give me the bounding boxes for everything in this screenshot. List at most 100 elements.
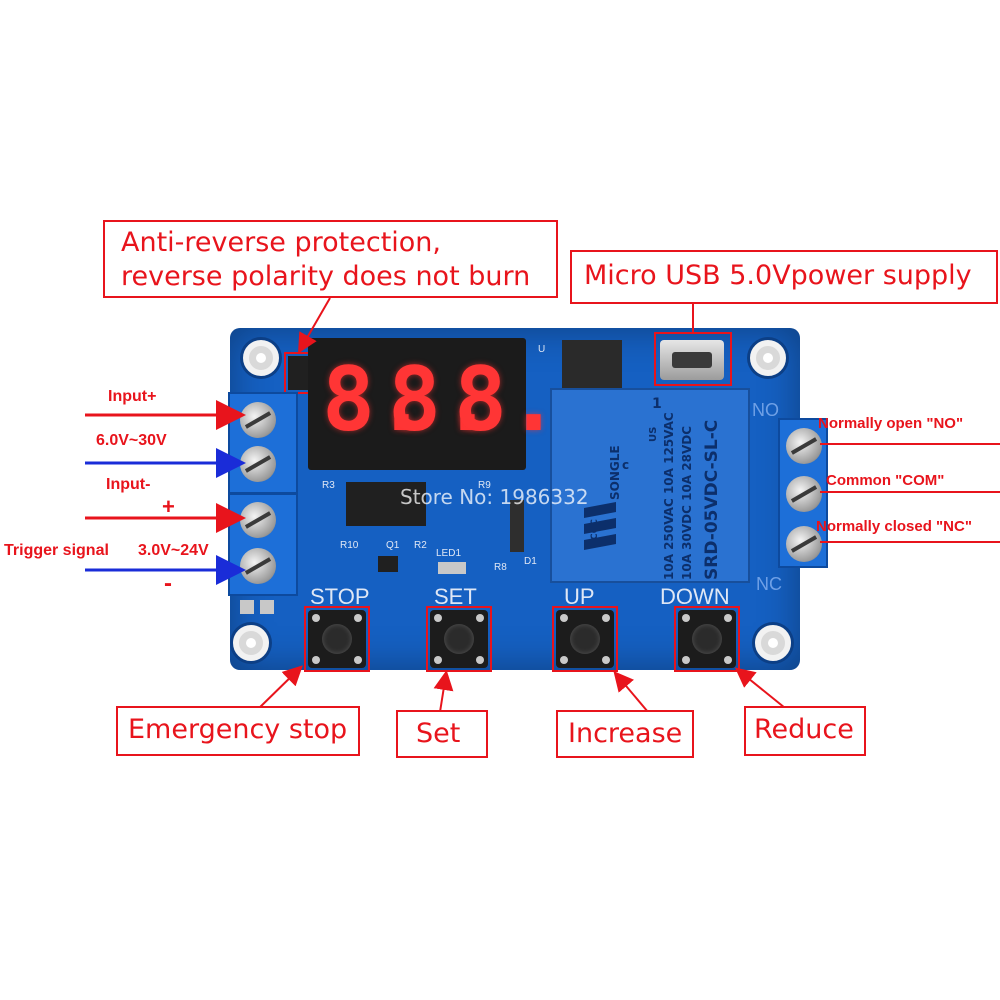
callout-anti-reverse-line2: reverse polarity does not burn [121, 261, 531, 292]
mounting-hole-bottom-right [755, 625, 791, 661]
set-button-pin [434, 614, 442, 622]
down-button-pin [724, 614, 732, 622]
set-button[interactable] [430, 610, 488, 668]
up-button-pin [602, 656, 610, 664]
set-button-pin [434, 656, 442, 664]
label-plus: + [162, 494, 175, 519]
up-button-pin [560, 656, 568, 664]
silk-r2: R2 [414, 540, 427, 551]
button-label-up: UP [564, 584, 595, 609]
button-label-set: SET [434, 584, 477, 609]
label-common: Common "COM" [826, 472, 945, 489]
silk-no: NO [752, 400, 779, 420]
callout-emergency-stop: Emergency stop [116, 706, 360, 756]
callout-set-text: Set [416, 718, 461, 749]
screw-com-icon[interactable] [786, 476, 822, 512]
display-digit-3: 8. [454, 348, 560, 451]
label-trigger-range: 3.0V~24V [138, 542, 209, 559]
opto-chip [346, 482, 426, 526]
relay-pin-number: 1 [652, 396, 662, 412]
label-minus: - [164, 570, 172, 597]
down-button-outline [674, 606, 740, 672]
silk-r8: R8 [494, 562, 507, 573]
callout-emergency-stop-text: Emergency stop [128, 714, 348, 745]
silk-led1: LED1 [436, 548, 462, 559]
label-input-minus: Input- [106, 476, 151, 493]
screw-trigger-minus-icon[interactable] [240, 548, 276, 584]
arrow-anti-reverse [298, 297, 331, 354]
button-label-stop: STOP [310, 584, 370, 609]
callout-usb-text: Micro USB 5.0Vpower supply [584, 260, 972, 291]
stop-button-cap[interactable] [322, 624, 352, 654]
callout-usb: Micro USB 5.0Vpower supply [570, 250, 998, 304]
up-button-pin [560, 614, 568, 622]
set-button-outline [426, 606, 492, 672]
label-voltage-range: 6.0V~30V [96, 432, 167, 449]
silk-nc: NC [756, 574, 782, 594]
silk-r9: R9 [478, 480, 491, 491]
button-label-down: DOWN [660, 584, 730, 609]
label-normally-closed: Normally closed "NC" [816, 518, 972, 535]
store-watermark: Store No: 1986332 [400, 485, 589, 509]
relay-songle-logo-icon [584, 502, 616, 550]
diode-d1 [510, 500, 524, 552]
callout-anti-reverse: Anti-reverse protection, reverse polarit… [103, 220, 558, 298]
callout-reduce: Reduce [744, 706, 866, 756]
set-button-pin [476, 614, 484, 622]
down-button-pin [682, 656, 690, 664]
stop-button-pin [312, 614, 320, 622]
label-trigger-signal: Trigger signal [4, 542, 109, 559]
regulator-ic [562, 340, 622, 390]
label-normally-open: Normally open "NO" [818, 415, 964, 432]
small-pad-left-2 [260, 600, 274, 614]
set-button-cap[interactable] [444, 624, 474, 654]
arrow-increase [613, 670, 649, 713]
stop-button-pin [312, 656, 320, 664]
seven-segment-display: 8. 8. 8. [308, 338, 560, 470]
screw-input-plus-icon[interactable] [240, 402, 276, 438]
screw-no-icon[interactable] [786, 428, 822, 464]
silk-q1: Q1 [386, 540, 400, 551]
stop-button-pin [354, 656, 362, 664]
arrow-set [433, 670, 454, 713]
led1-pad [438, 562, 466, 574]
arrow-emergency-stop [254, 665, 303, 713]
up-button-cap[interactable] [570, 624, 600, 654]
down-button-cap[interactable] [692, 624, 722, 654]
label-input-plus: Input+ [108, 388, 157, 405]
up-button-pin [602, 614, 610, 622]
callout-increase: Increase [556, 710, 694, 758]
screw-trigger-plus-icon[interactable] [240, 502, 276, 538]
micro-usb-socket [672, 352, 712, 368]
silk-r3: R3 [322, 480, 335, 491]
callout-reduce-text: Reduce [754, 714, 854, 745]
up-button[interactable] [556, 610, 614, 668]
relay-c-mark: c [622, 458, 630, 472]
stop-button-outline [304, 606, 370, 672]
mounting-hole-top-right [750, 340, 786, 376]
micro-usb-port [660, 340, 724, 380]
callout-increase-text: Increase [568, 718, 683, 749]
mounting-hole-bottom-left [233, 625, 269, 661]
display-digit-2: 8. [388, 348, 494, 451]
protection-diode-chip [288, 356, 308, 390]
relay-module: SRD-05VDC-SL-C 10A 250VAC 10A 125VAC 10A… [550, 388, 750, 583]
display-digit-1: 8. [322, 348, 428, 451]
down-button-pin [682, 614, 690, 622]
set-button-pin [476, 656, 484, 664]
silk-d1: D1 [524, 556, 537, 567]
silk-r10: R10 [340, 540, 359, 551]
stop-button[interactable] [308, 610, 366, 668]
down-button-pin [724, 656, 732, 664]
down-button[interactable] [678, 610, 736, 668]
screw-input-minus-icon[interactable] [240, 446, 276, 482]
mounting-hole-top-left [243, 340, 279, 376]
screw-nc-icon[interactable] [786, 526, 822, 562]
stop-button-pin [354, 614, 362, 622]
up-button-outline [552, 606, 618, 672]
silk-u: U [538, 344, 546, 355]
arrow-reduce [734, 667, 791, 713]
micro-usb-outline [654, 332, 732, 386]
terminal-divider [228, 492, 298, 495]
